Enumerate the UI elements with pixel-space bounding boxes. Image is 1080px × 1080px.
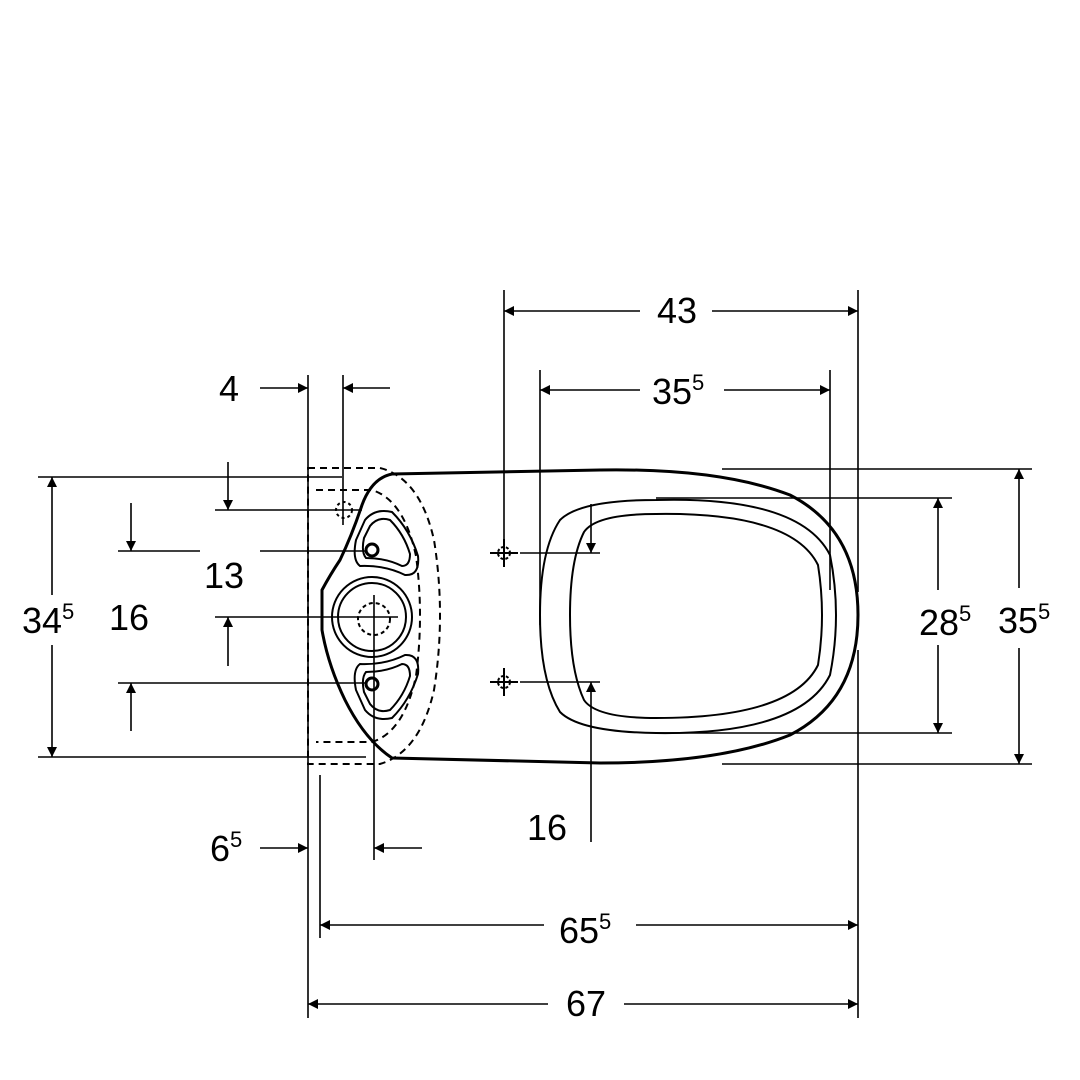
- lower-recess-inner: [361, 662, 412, 713]
- dim-285-label: 285: [919, 601, 971, 643]
- upper-recess-inner: [361, 517, 412, 568]
- extension-lines: [38, 290, 1032, 1018]
- seat-outline: [538, 498, 837, 735]
- rear-plate-dashed: [307, 467, 441, 765]
- inner-plate-dashed: [316, 489, 421, 743]
- dim-355-right-label: 355: [998, 599, 1050, 641]
- toilet-outline: [320, 468, 860, 765]
- dim-65-small-label: 65: [210, 827, 242, 869]
- dim-16-bottom-label: 16: [527, 807, 567, 848]
- dim-345-label: 345: [22, 599, 74, 641]
- dim-16-left-label: 16: [109, 597, 149, 638]
- bowl-outer-contour: [320, 468, 860, 765]
- dim-43-label: 43: [657, 290, 697, 331]
- lower-recess: [353, 653, 420, 720]
- hinge-holes: [490, 539, 518, 696]
- dim-4-label: 4: [219, 368, 239, 409]
- dimension-labels: 43 355 4 13 16 345 285 355 16 65 655: [22, 290, 1050, 1024]
- seat-inner: [568, 512, 823, 720]
- upper-recess: [353, 510, 420, 577]
- dim-355-top-label: 355: [652, 370, 704, 412]
- seat-outer: [538, 498, 837, 735]
- dimension-arrows: [47, 306, 1024, 1009]
- dim-655-label: 655: [559, 909, 611, 951]
- upper-fixing-hole: [364, 542, 380, 558]
- dim-13-label: 13: [204, 555, 244, 596]
- mounting-outline: [307, 467, 441, 765]
- dim-67-label: 67: [566, 983, 606, 1024]
- lower-fixing-hole: [364, 676, 380, 692]
- rear-fixtures: [331, 501, 420, 720]
